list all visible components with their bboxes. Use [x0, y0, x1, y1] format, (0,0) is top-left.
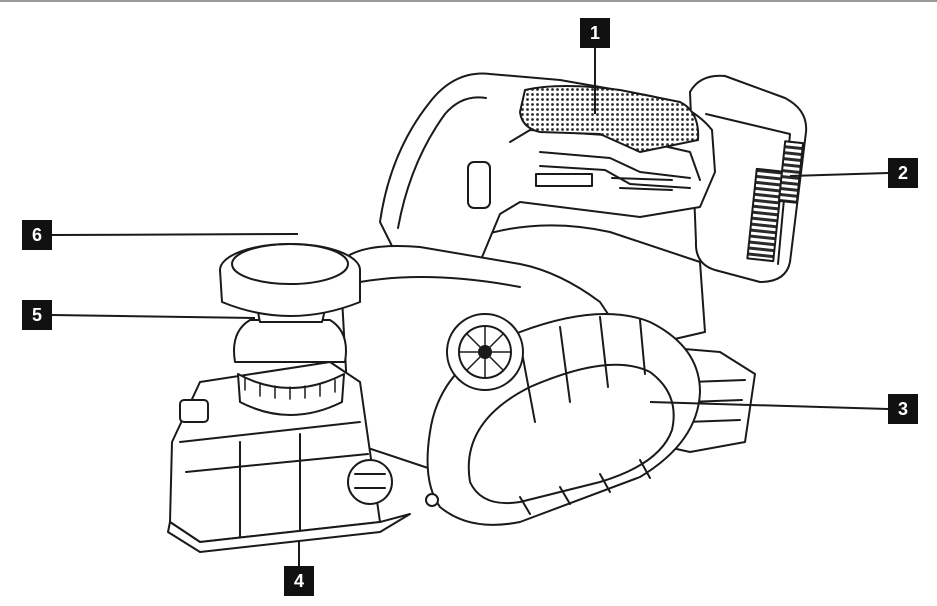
leader-2 [789, 172, 889, 177]
battery-pack [689, 74, 808, 283]
callout-4: 4 [284, 566, 314, 596]
chip-ejection-port [446, 313, 524, 391]
leader-lines [51, 48, 889, 566]
callout-1: 1 [580, 18, 610, 48]
callout-2: 2 [888, 158, 918, 188]
callout-5: 5 [22, 300, 52, 330]
base-shoe [167, 513, 411, 553]
leader-5 [51, 314, 256, 319]
callout-6: 6 [22, 220, 52, 250]
handle-grip [519, 85, 700, 153]
depth-adjustment-knob [219, 243, 361, 416]
front-side-knob [347, 459, 393, 505]
handle [379, 72, 716, 273]
leader-3 [649, 401, 889, 410]
callout-3: 3 [888, 394, 918, 424]
leader-6 [51, 233, 299, 236]
